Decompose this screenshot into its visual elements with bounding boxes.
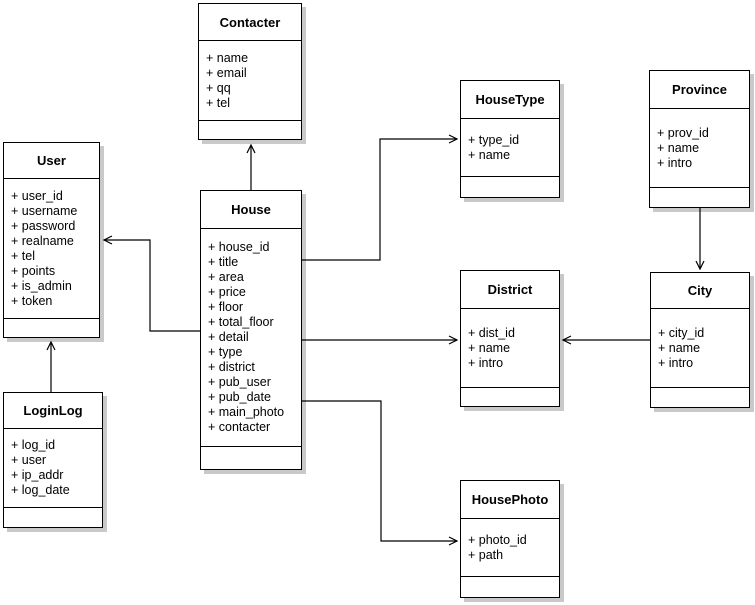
entity-housetype[interactable]: HouseType + type_id+ name [460,80,560,198]
entity-field: + log_date [11,483,70,497]
entity-field: + city_id [658,325,705,340]
entity-user[interactable]: User + user_id+ username+ password+ real… [3,142,100,338]
entity-field: + type [208,345,243,359]
entity-title: User [4,143,99,179]
entity-field: + user [11,453,47,467]
entity-field: + intro [468,355,504,370]
entity-title: City [651,273,749,309]
entity-footer [4,319,99,337]
entity-field: + points [11,263,56,278]
entity-field: + tel [206,95,230,110]
entity-title: District [461,271,559,309]
entity-footer [199,121,301,139]
entity-attributes: + dist_id+ name+ intro [461,309,559,388]
entity-field: + type_id [468,132,520,147]
entity-field: + tel [11,248,35,263]
entity-field: + intro [658,355,694,370]
entity-attributes: + prov_id+ name+ intro [650,109,749,188]
entity-field: + user_id [11,188,63,203]
relation-house-housetype [302,134,459,261]
entity-title: LoginLog [4,393,102,429]
entity-field: + ip_addr [11,468,64,482]
entity-footer [461,388,559,406]
entity-footer [201,447,301,469]
entity-field: + district [208,360,255,374]
entity-field: + detail [208,330,249,344]
entity-footer [4,508,102,527]
relation-house-housephoto [302,400,459,546]
entity-attributes: + house_id+ title+ area+ price+ floor+ t… [201,229,301,447]
entity-title: HousePhoto [461,481,559,519]
entity-title: Contacter [199,4,301,41]
entity-field: + pub_date [208,390,271,404]
entity-house[interactable]: House + house_id+ title+ area+ price+ fl… [200,190,302,470]
entity-attributes: + city_id+ name+ intro [651,309,749,388]
entity-field: + price [208,285,246,299]
entity-field: + is_admin [11,278,72,293]
entity-title: Province [650,71,749,109]
entity-title: House [201,191,301,229]
entity-field: + token [11,293,53,308]
entity-field: + name [468,340,511,355]
entity-field: + photo_id [468,532,527,547]
entity-field: + floor [208,300,244,314]
entity-field: + name [206,50,249,65]
entity-footer [650,188,749,207]
entity-field: + name [658,340,701,355]
entity-attributes: + type_id+ name [461,119,559,177]
entity-field: + realname [11,233,74,248]
entity-field: + path [468,547,504,562]
entity-field: + house_id [208,240,270,254]
entity-field: + title [208,255,239,269]
entity-attributes: + name+ email+ qq+ tel [199,41,301,121]
entity-contacter[interactable]: Contacter + name+ email+ qq+ tel [198,3,302,140]
entity-title: HouseType [461,81,559,119]
entity-field: + pub_user [208,375,271,389]
entity-attributes: + photo_id+ path [461,519,559,577]
entity-loginlog[interactable]: LoginLog + log_id+ user+ ip_addr+ log_da… [3,392,103,528]
entity-attributes: + user_id+ username+ password+ realname+… [4,179,99,319]
entity-field: + name [468,147,511,162]
entity-city[interactable]: City + city_id+ name+ intro [650,272,750,408]
entity-field: + username [11,203,78,218]
entity-field: + qq [206,80,231,95]
entity-field: + total_floor [208,315,274,329]
entity-attributes: + log_id+ user+ ip_addr+ log_date [4,429,102,508]
entity-footer [461,577,559,597]
entity-field: + log_id [11,438,56,452]
entity-field: + email [206,65,247,80]
entity-province[interactable]: Province + prov_id+ name+ intro [649,70,750,208]
entity-field: + dist_id [468,325,515,340]
entity-footer [651,388,749,407]
entity-housephoto[interactable]: HousePhoto + photo_id+ path [460,480,560,598]
entity-field: + main_photo [208,405,285,419]
entity-field: + name [657,140,700,155]
entity-field: + password [11,218,76,233]
entity-field: + area [208,270,244,284]
entity-field: + intro [657,155,693,170]
entity-district[interactable]: District + dist_id+ name+ intro [460,270,560,407]
entity-footer [461,177,559,197]
relation-house-user [102,235,200,332]
entity-field: + prov_id [657,125,709,140]
entity-field: + contacter [208,420,271,434]
